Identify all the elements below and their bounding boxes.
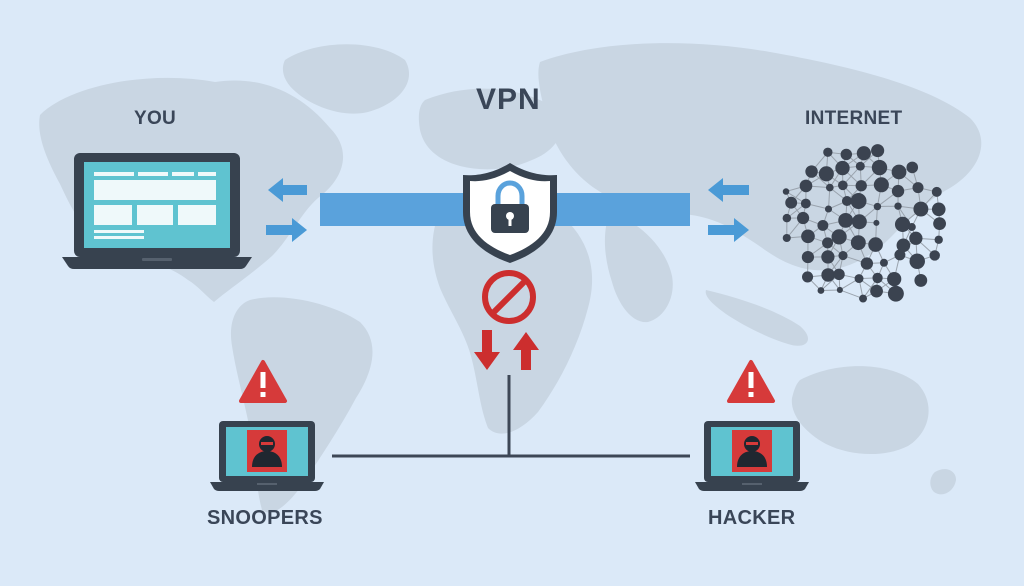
network-node <box>835 160 850 176</box>
you-label: YOU <box>134 108 177 129</box>
network-node <box>833 268 845 281</box>
network-node <box>818 166 834 182</box>
hacker-laptop-icon <box>695 421 809 491</box>
network-node <box>873 177 889 193</box>
network-node <box>782 213 792 223</box>
arrow-left-icon <box>268 178 307 202</box>
network-node <box>887 271 902 287</box>
network-node <box>894 249 906 261</box>
network-node <box>854 274 864 284</box>
hacker-icon <box>252 436 282 467</box>
network-node <box>906 161 919 174</box>
vpn-title: VPN <box>476 83 541 116</box>
network-node <box>836 286 843 294</box>
network-node <box>873 202 882 211</box>
network-node <box>913 201 929 217</box>
network-node <box>797 211 810 225</box>
network-node <box>851 214 867 230</box>
network-node <box>909 253 925 269</box>
network-node <box>887 285 904 302</box>
network-node <box>931 202 946 217</box>
network-node <box>805 165 818 178</box>
network-node <box>821 250 835 264</box>
snoopers-warning-icon <box>239 360 287 403</box>
network-node <box>801 229 815 244</box>
network-node <box>856 146 871 161</box>
network-node <box>868 237 883 252</box>
connection-lines <box>332 375 690 458</box>
arrow-right-icon <box>708 218 749 242</box>
network-node <box>912 182 924 194</box>
network-node <box>914 274 928 287</box>
network-node <box>838 180 848 191</box>
network-node <box>782 233 791 243</box>
network-node <box>823 147 833 157</box>
network-node <box>850 235 866 251</box>
network-node <box>785 196 798 209</box>
you-laptop-icon <box>62 153 252 269</box>
network-node <box>782 188 790 195</box>
network-node <box>871 144 885 158</box>
network-node <box>879 258 888 267</box>
network-node <box>841 195 853 207</box>
network-node <box>855 161 865 171</box>
network-node <box>894 202 902 210</box>
network-node <box>799 179 813 193</box>
network-node <box>801 250 815 264</box>
network-globe-icon <box>782 144 946 303</box>
snoopers-label: SNOOPERS <box>207 507 323 529</box>
hacker-warning-icon <box>727 360 775 403</box>
network-node <box>821 268 835 282</box>
snoopers-laptop-icon <box>210 421 324 491</box>
network-node <box>855 180 867 192</box>
network-node <box>891 184 905 198</box>
network-node <box>838 250 848 261</box>
network-node <box>840 148 853 161</box>
network-node <box>838 212 854 228</box>
arrow-left-icon <box>708 178 749 202</box>
blocked-arrows <box>474 330 539 370</box>
network-node <box>859 294 868 303</box>
network-node <box>891 164 907 180</box>
network-node <box>860 257 874 270</box>
network-node <box>929 250 940 261</box>
network-node <box>909 231 923 245</box>
internet-label: INTERNET <box>805 108 903 129</box>
network-node <box>825 183 834 192</box>
hacker-icon <box>737 436 767 467</box>
network-node <box>800 198 811 209</box>
network-node <box>933 217 946 231</box>
network-node <box>907 223 916 231</box>
block-icon <box>482 270 536 324</box>
network-node <box>850 193 867 209</box>
network-node <box>802 271 814 283</box>
network-node <box>873 219 880 226</box>
network-node <box>870 284 883 298</box>
network-node <box>894 216 911 232</box>
arrow-up-icon <box>513 332 539 370</box>
network-node <box>872 272 883 284</box>
network-node <box>871 159 888 176</box>
shield-lock-icon <box>463 163 557 263</box>
internet-arrows <box>708 178 749 242</box>
network-node <box>817 287 825 294</box>
network-node <box>931 186 942 197</box>
network-node <box>896 238 911 253</box>
network-link <box>839 289 864 300</box>
arrow-right-icon <box>266 218 307 242</box>
network-node <box>934 235 943 244</box>
hacker-label: HACKER <box>708 507 796 529</box>
network-node <box>822 237 834 249</box>
arrow-down-icon <box>474 330 500 370</box>
network-node <box>831 229 847 245</box>
network-node <box>817 219 829 231</box>
you-arrows <box>266 178 307 242</box>
network-node <box>824 205 833 213</box>
